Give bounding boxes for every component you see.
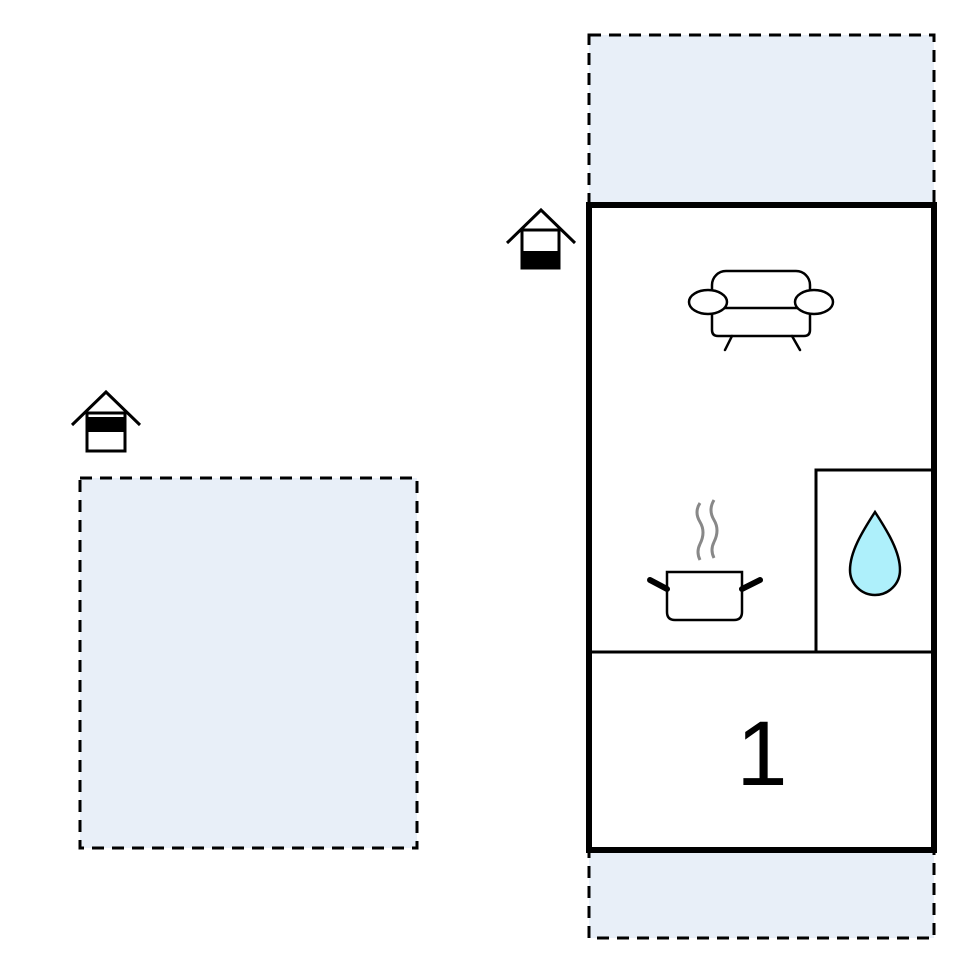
- cooking-pot-icon: [647, 499, 763, 622]
- sofa-icon: [687, 269, 835, 352]
- terrace-left: [78, 476, 419, 850]
- water-drop-icon: [848, 509, 902, 597]
- terrace-bottom: [587, 846, 936, 940]
- bedroom-number: 1: [736, 703, 787, 805]
- terrace-top: [587, 33, 936, 207]
- entrance-house-icon: [70, 389, 142, 453]
- wall-bathroom: [814, 468, 932, 652]
- entrance-house-icon: [505, 207, 577, 270]
